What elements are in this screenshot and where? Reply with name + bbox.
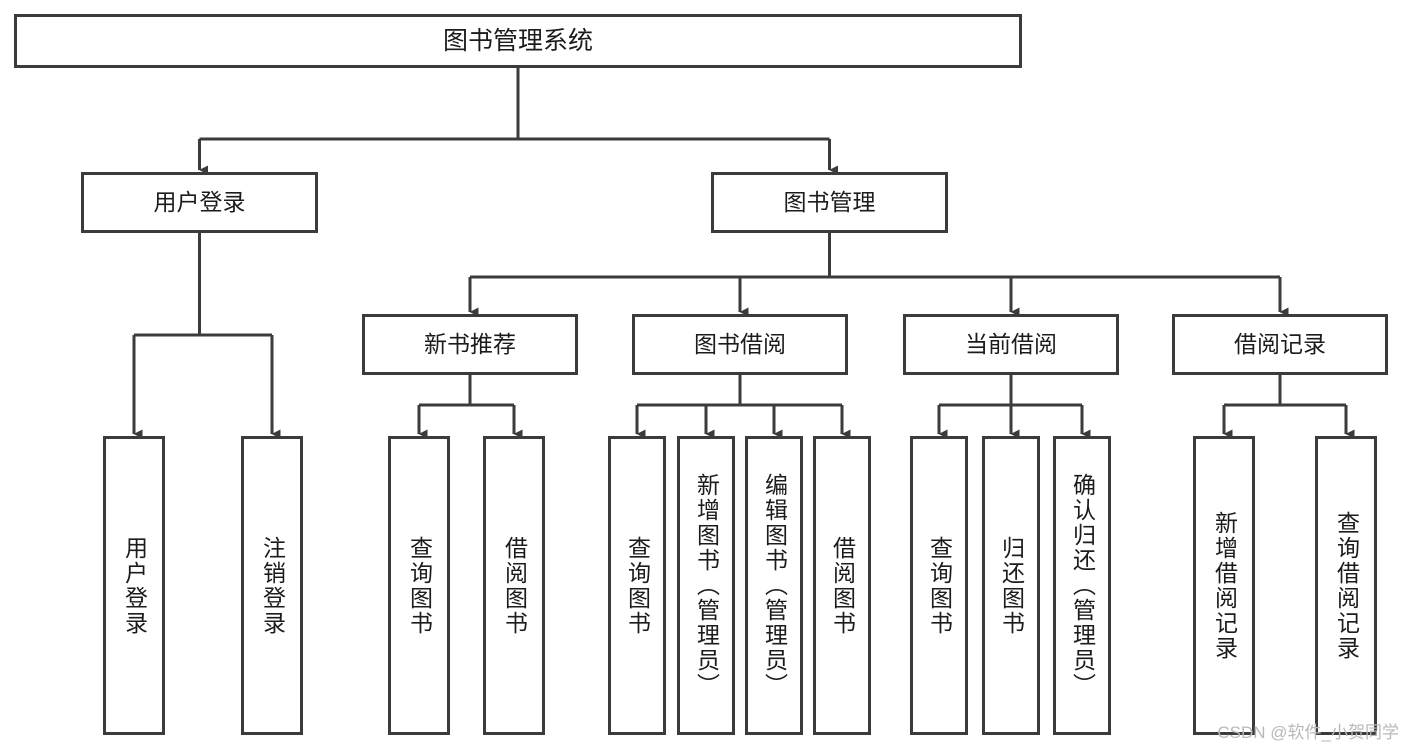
node-leaf-add-book-admin[interactable]: 新增图书（管理员）	[677, 436, 735, 735]
node-book-management-label: 图书管理	[783, 188, 876, 215]
node-leaf-query-book-borrow-label: 查询图书	[624, 535, 651, 636]
edge-newbook-to-leaves	[417, 375, 523, 439]
node-leaf-borrow-book[interactable]: 借阅图书	[813, 436, 871, 735]
node-leaf-user-login[interactable]: 用户登录	[103, 436, 165, 735]
node-leaf-edit-book-admin-label: 编辑图书（管理员）	[761, 473, 788, 698]
node-leaf-confirm-return-admin[interactable]: 确认归还（管理员）	[1053, 436, 1111, 735]
node-leaf-borrow-book-rec[interactable]: 借阅图书	[483, 436, 545, 735]
node-leaf-user-logout-label: 注销登录	[259, 535, 286, 636]
node-leaf-query-book-current-label: 查询图书	[926, 535, 953, 636]
node-root-label: 图书管理系统	[442, 27, 593, 55]
node-leaf-query-borrow-record-label: 查询借阅记录	[1333, 510, 1360, 661]
edge-bookmgmt-to-level2	[468, 233, 1289, 317]
edge-root-to-level1	[198, 68, 839, 175]
csdn-watermark: CSDN @软件_小贺同学	[1217, 723, 1399, 742]
node-leaf-return-book[interactable]: 归还图书	[982, 436, 1040, 735]
node-leaf-confirm-return-admin-label: 确认归还（管理员）	[1069, 473, 1096, 698]
node-leaf-borrow-book-label: 借阅图书	[829, 535, 856, 636]
node-user-login-label: 用户登录	[153, 188, 246, 215]
edge-currentborrow-to-leaves	[937, 375, 1091, 439]
node-leaf-query-book-rec-label: 查询图书	[406, 535, 433, 636]
edge-bookborrow-to-leaves	[635, 375, 851, 439]
node-leaf-add-book-admin-label: 新增图书（管理员）	[693, 473, 720, 698]
node-leaf-edit-book-admin[interactable]: 编辑图书（管理员）	[745, 436, 803, 735]
node-leaf-user-login-label: 用户登录	[121, 535, 148, 636]
node-leaf-add-borrow-record-label: 新增借阅记录	[1211, 510, 1238, 661]
node-book-management[interactable]: 图书管理	[711, 172, 948, 233]
node-current-borrow[interactable]: 当前借阅	[903, 314, 1119, 375]
node-book-borrow-label: 图书借阅	[694, 330, 786, 357]
node-new-book-recommend[interactable]: 新书推荐	[362, 314, 578, 375]
node-new-book-recommend-label: 新书推荐	[424, 330, 516, 357]
node-leaf-query-book-current[interactable]: 查询图书	[910, 436, 968, 735]
node-leaf-query-book-rec[interactable]: 查询图书	[388, 436, 450, 735]
edge-borrowrecord-to-leaves	[1222, 375, 1355, 439]
node-leaf-query-borrow-record[interactable]: 查询借阅记录	[1315, 436, 1377, 735]
node-root[interactable]: 图书管理系统	[14, 14, 1022, 68]
node-user-login[interactable]: 用户登录	[81, 172, 318, 233]
node-borrow-record[interactable]: 借阅记录	[1172, 314, 1388, 375]
node-borrow-record-label: 借阅记录	[1234, 330, 1326, 357]
node-leaf-borrow-book-rec-label: 借阅图书	[501, 535, 528, 636]
node-leaf-add-borrow-record[interactable]: 新增借阅记录	[1193, 436, 1255, 735]
node-leaf-user-logout[interactable]: 注销登录	[241, 436, 303, 735]
node-current-borrow-label: 当前借阅	[965, 330, 1057, 357]
node-leaf-return-book-label: 归还图书	[998, 535, 1025, 636]
node-book-borrow[interactable]: 图书借阅	[632, 314, 848, 375]
node-leaf-query-book-borrow[interactable]: 查询图书	[608, 436, 666, 735]
edge-userlogin-to-leaves	[132, 233, 281, 439]
